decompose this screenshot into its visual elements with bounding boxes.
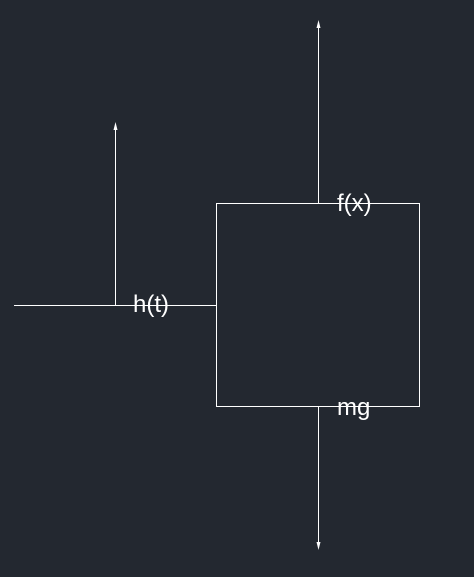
left-force-label: h(t) xyxy=(133,291,169,318)
top-force-label: f(x) xyxy=(337,190,372,217)
upward-arrowhead-icon xyxy=(316,20,321,28)
bottom-force-label: mg xyxy=(337,394,370,421)
body-box xyxy=(216,203,420,407)
downward-arrowhead-icon xyxy=(316,542,321,550)
left-arrowhead-icon xyxy=(113,122,118,130)
